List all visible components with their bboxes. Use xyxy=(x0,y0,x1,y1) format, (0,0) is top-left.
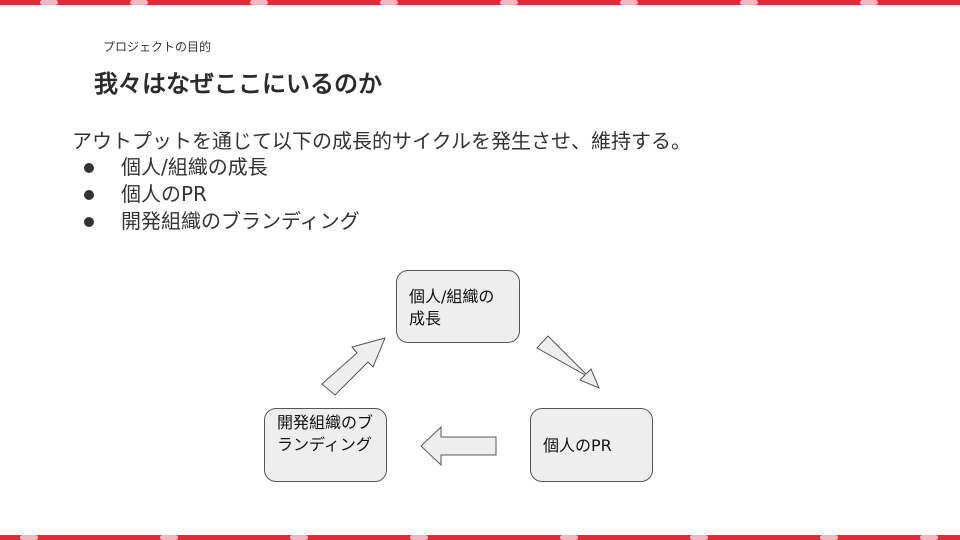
list-item: 開発組織のブランディング xyxy=(72,208,360,235)
list-item-text: 個人のPR xyxy=(121,182,207,206)
arrow-left-icon xyxy=(420,425,497,467)
cycle-node-growth: 個人/組織の成長 xyxy=(396,270,520,343)
bottom-decorative-band xyxy=(0,535,960,540)
cycle-node-pr: 個人のPR xyxy=(530,408,653,482)
page-title: 我々はなぜここにいるのか xyxy=(94,70,382,98)
arrow-up-right-icon xyxy=(321,337,386,396)
lead-text: アウトプットを通じて以下の成長的サイクルを発生させ、維持する。 xyxy=(72,129,691,153)
bullet-icon xyxy=(84,190,94,200)
list-item: 個人のPR xyxy=(72,181,360,208)
list-item-text: 開発組織のブランディング xyxy=(121,209,360,233)
section-label: プロジェクトの目的 xyxy=(103,40,212,54)
list-item: 個人/組織の成長 xyxy=(72,154,360,181)
goal-list: 個人/組織の成長 個人のPR 開発組織のブランディング xyxy=(72,154,360,235)
cycle-node-branding: 開発組織のブランディング xyxy=(264,408,387,482)
arrow-right-down-icon xyxy=(536,335,600,389)
list-item-text: 個人/組織の成長 xyxy=(121,155,268,179)
bullet-icon xyxy=(84,217,94,227)
top-decorative-band xyxy=(0,0,960,5)
bullet-icon xyxy=(84,163,94,173)
